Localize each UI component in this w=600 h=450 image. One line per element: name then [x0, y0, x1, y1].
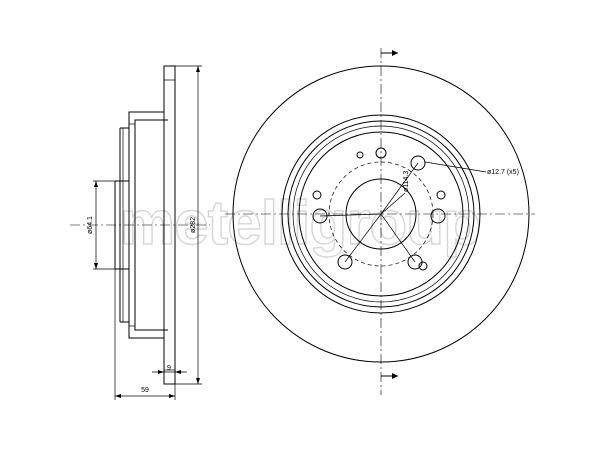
thickness-label: 9 [167, 365, 171, 372]
bolt-hole [430, 208, 446, 224]
hat-outer-edge [281, 114, 481, 314]
disc-outer-edge [232, 65, 530, 363]
side-view: ø64.1 ø282 9 59 [70, 65, 210, 400]
total-height-label: 59 [141, 387, 149, 394]
hat-inner-outline [134, 119, 168, 331]
hat-face-edge [298, 131, 464, 297]
hub-diameter-label: ø64.1 [87, 216, 94, 234]
bolt-hole-label: ø12.7 (x5) [487, 169, 519, 176]
pcd-label: ø114.3 [403, 171, 410, 192]
outer-diameter-label: ø282 [190, 217, 197, 233]
bolt-hole [337, 254, 353, 270]
pitch-circle [328, 161, 434, 267]
front-view: ø12.7 (x5) ø114.3 [225, 48, 535, 395]
bolt-hole [410, 155, 426, 171]
auxiliary-holes [312, 147, 446, 271]
centre-bore [345, 178, 417, 250]
